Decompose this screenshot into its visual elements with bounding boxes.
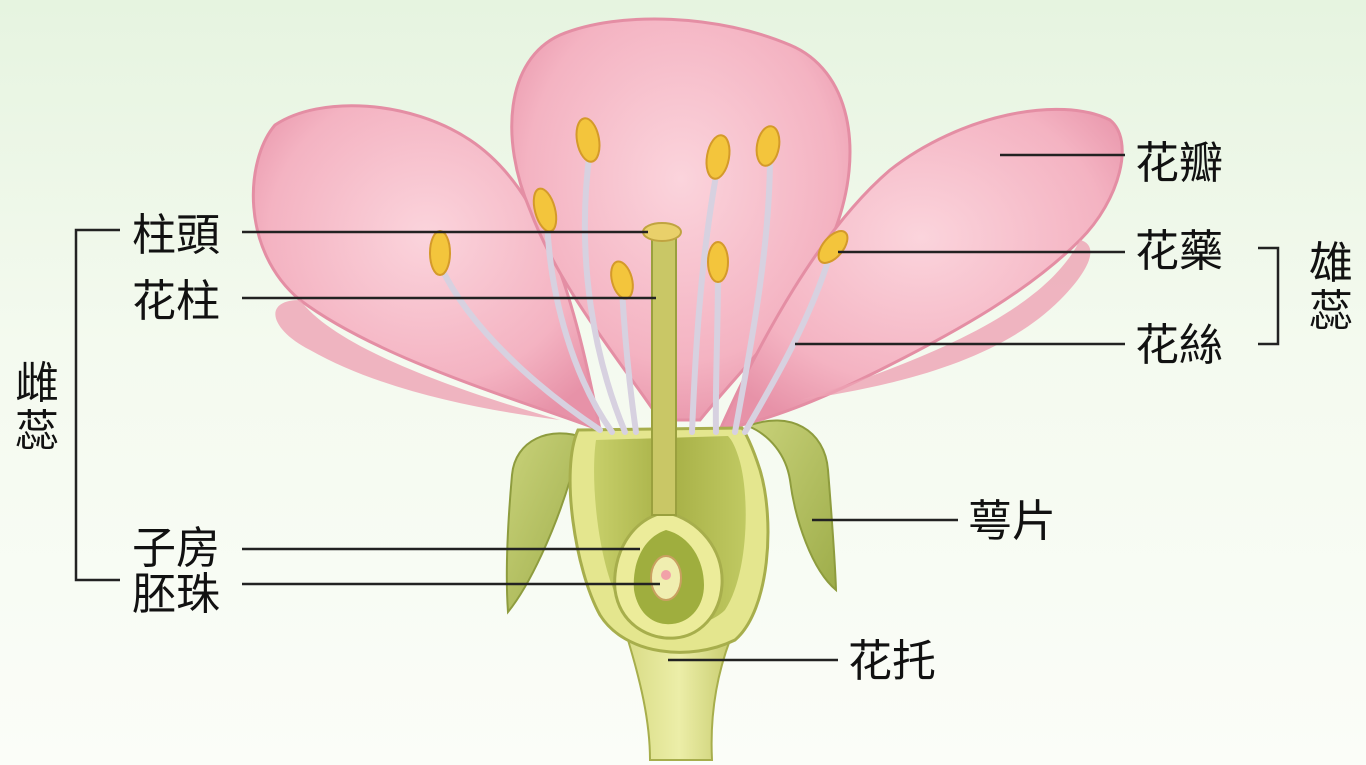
- label-stigma: 柱頭: [132, 214, 220, 258]
- label-sepal: 萼片: [968, 500, 1056, 544]
- label-stamen-group: 雄蕊: [1308, 240, 1354, 335]
- label-receptacle: 花托: [848, 640, 936, 684]
- label-anther: 花藥: [1135, 230, 1223, 274]
- label-ovary: 子房: [132, 527, 220, 571]
- petals: [253, 19, 1122, 430]
- label-style: 花柱: [132, 280, 220, 324]
- stigma: [643, 223, 681, 241]
- label-petal: 花瓣: [1135, 142, 1223, 186]
- filament-7: [716, 270, 718, 432]
- style: [652, 238, 676, 515]
- label-pistil-group: 雌蕊: [14, 360, 60, 455]
- anther-7: [708, 242, 728, 282]
- label-ovule: 胚珠: [132, 573, 220, 617]
- ovule-core: [661, 570, 671, 580]
- stem: [628, 640, 730, 760]
- label-filament: 花絲: [1135, 324, 1223, 368]
- bracket-pistil: [76, 230, 120, 580]
- anther-1: [430, 231, 450, 275]
- bracket-stamen: [1258, 248, 1278, 344]
